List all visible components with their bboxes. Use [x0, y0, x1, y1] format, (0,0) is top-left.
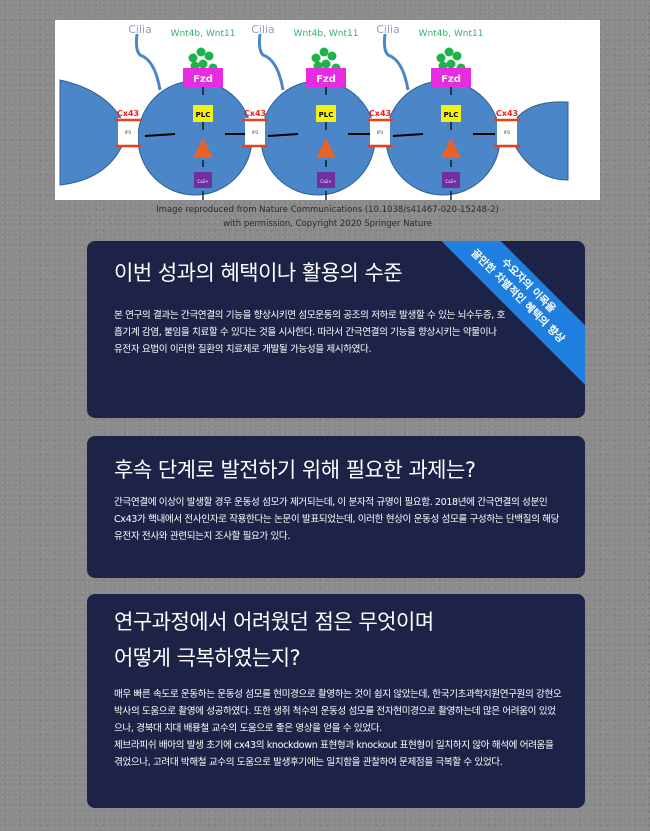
card-body-paragraph2: 제브라피쉬 배아의 발생 초기에 cx43의 knockdown 표현형과 kn… [114, 740, 554, 768]
card-title-line2: 어떻게 극복하였는지? [114, 646, 301, 670]
card-body: 간극연결에 이상이 발생할 경우 운동성 섬모가 제거되는데, 이 분자적 규명… [114, 497, 560, 542]
calcium-box [194, 172, 212, 188]
gap-junction [118, 118, 138, 146]
gap-junction [370, 118, 390, 146]
card-body: 본 연구의 결과는 간극연결의 기능을 향상시키면 섬모운동의 공조의 저하로 … [114, 310, 505, 355]
fzd-label: Fzd [441, 74, 461, 85]
arrow-left [392, 133, 424, 137]
fzd-receptor [183, 68, 223, 87]
figure-caption-line1: Image reproduced from Nature Communicati… [156, 205, 499, 215]
calcium-box [317, 172, 335, 188]
wnt-ligand [198, 59, 208, 69]
plc-label: PLC [196, 111, 211, 119]
calcium-box [442, 172, 460, 188]
fzd-receptor [306, 68, 346, 87]
figure-caption-line2: with permission, Copyright 2020 Springer… [223, 219, 432, 229]
gap-junction [497, 118, 517, 146]
difficulties-card: 연구과정에서 어려웠던 점은 무엇이며 어떻게 극복하였는지? 매우 빠른 속도… [87, 594, 585, 808]
cilia-label: Cilia [376, 23, 400, 36]
calcium-label: Ca2+ [445, 179, 456, 184]
wnt-ligand [327, 51, 337, 61]
cx43-label: Cx43 [244, 109, 266, 118]
wnt-label: Wnt4b, Wnt11 [419, 29, 484, 39]
cilia-label: Cilia [251, 23, 275, 36]
arrow-left [267, 133, 299, 137]
wnt-ligand [319, 47, 329, 57]
plc-box [316, 105, 336, 122]
card-body: 매우 빠른 속도로 운동하는 운동성 섬모를 현미경으로 촬영하는 것이 쉽지 … [114, 686, 563, 771]
wnt-ligand [196, 47, 206, 57]
wnt-label: Wnt4b, Wnt11 [171, 29, 236, 39]
card-title: 후속 단계로 발전하기 위해 필요한 과제는? [114, 458, 476, 482]
ip3-label: IP3 [504, 130, 511, 135]
wnt-ligand [452, 51, 462, 61]
cilium [134, 33, 162, 91]
ip3-triangle [441, 138, 461, 158]
plc-label: PLC [444, 111, 459, 119]
card-body-paragraph1: 매우 빠른 속도로 운동하는 운동성 섬모를 현미경으로 촬영하는 것이 쉽지 … [114, 689, 562, 734]
partial-cell-left [59, 79, 123, 186]
fzd-label: Fzd [193, 74, 213, 85]
gap-junction [245, 118, 265, 146]
arrow-left [144, 133, 176, 137]
fzd-receptor [431, 68, 471, 87]
card-title: 이번 성과의 혜택이나 활용의 수준 [114, 261, 403, 285]
wnt-ligand [436, 53, 446, 63]
cx43-label: Cx43 [117, 109, 139, 118]
wnt-ligand [188, 53, 198, 63]
next-steps-card: 후속 단계로 발전하기 위해 필요한 과제는? 간극연결에 이상이 발생할 경우… [87, 436, 585, 578]
calcium-label: Ca2+ [197, 179, 208, 184]
plc-box [193, 105, 213, 122]
cx43-label: Cx43 [496, 109, 518, 118]
wnt-ligand [444, 47, 454, 57]
ip3-label: IP3 [252, 130, 259, 135]
wnt-ligand [321, 59, 331, 69]
ip3-triangle [193, 138, 213, 158]
ip3-label: IP3 [377, 130, 384, 135]
wnt-ligand [204, 51, 214, 61]
wnt-label: Wnt4b, Wnt11 [294, 29, 359, 39]
cx43-label: Cx43 [369, 109, 391, 118]
plc-label: PLC [319, 111, 334, 119]
fzd-label: Fzd [316, 74, 336, 85]
partial-cell-right [514, 101, 569, 181]
ip3-triangle [316, 138, 336, 158]
ip3-label: IP3 [125, 130, 132, 135]
benefit-card: 이번 성과의 혜택이나 활용의 수준 수요자의 이목을 끌만한 차별적인 혜택의… [87, 241, 585, 418]
wnt-ligand [311, 53, 321, 63]
card-title-line1: 연구과정에서 어려웠던 점은 무엇이며 [114, 610, 434, 634]
wnt-ligand [446, 59, 456, 69]
plc-box [441, 105, 461, 122]
cilium [257, 33, 285, 91]
cilium [382, 33, 410, 91]
cilia-label: Cilia [128, 23, 152, 36]
calcium-label: Ca2+ [320, 179, 331, 184]
